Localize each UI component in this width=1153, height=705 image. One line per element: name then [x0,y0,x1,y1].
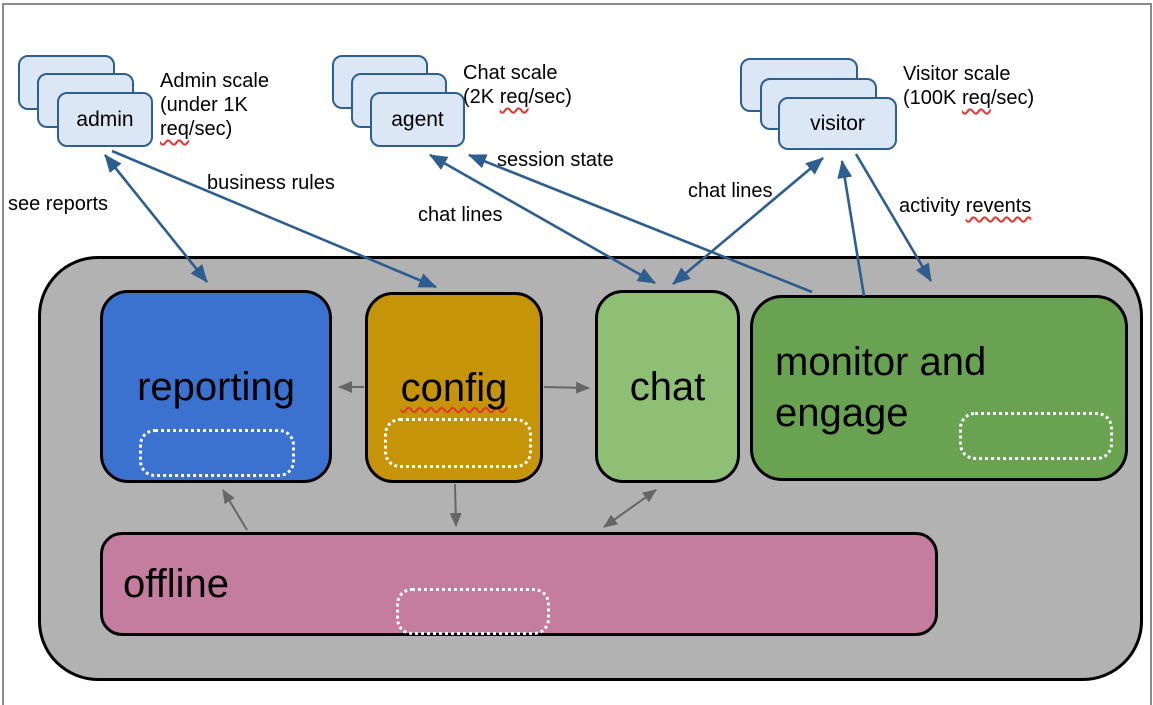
agent-label: agent [391,107,444,131]
module-offline[interactable]: offline [100,532,938,636]
visitor-label: visitor [810,111,865,135]
edge-label-chat-lines-agent: chat lines [418,204,503,226]
edge-label-business-rules: business rules [207,172,335,194]
edge-label-session-state: session state [497,149,614,171]
module-reporting-label: reporting [137,364,295,409]
visitor-stack[interactable]: visitor [740,58,920,158]
visitor-scale-note: Visitor scale(100K req/sec) [903,63,1035,109]
module-chat[interactable]: chat [595,290,740,483]
agent-scale-note: Chat scale(2K req/sec) [463,62,572,108]
agent-card[interactable]: agent [370,92,465,147]
admin-label: admin [76,107,134,131]
slide-frame [2,3,1152,705]
monitor-placeholder-box[interactable] [959,412,1113,460]
module-config[interactable]: config [365,292,543,483]
module-chat-label: chat [629,364,706,409]
agent-stack[interactable]: agent [332,55,492,155]
offline-placeholder-box[interactable] [396,588,550,635]
reporting-placeholder-box[interactable] [139,429,295,477]
module-config-label: config [400,365,508,410]
admin-stack[interactable]: admin [18,55,178,155]
edge-label-see-reports: see reports [8,193,109,215]
module-offline-label: offline [123,562,230,606]
admin-card[interactable]: admin [57,92,153,147]
visitor-card[interactable]: visitor [778,97,897,150]
edge-label-chat-lines-visitor: chat lines [688,180,773,202]
edge-label-activity-events: activity revents [899,195,1032,217]
config-placeholder-box[interactable] [384,418,532,468]
module-reporting[interactable]: reporting [100,290,332,483]
